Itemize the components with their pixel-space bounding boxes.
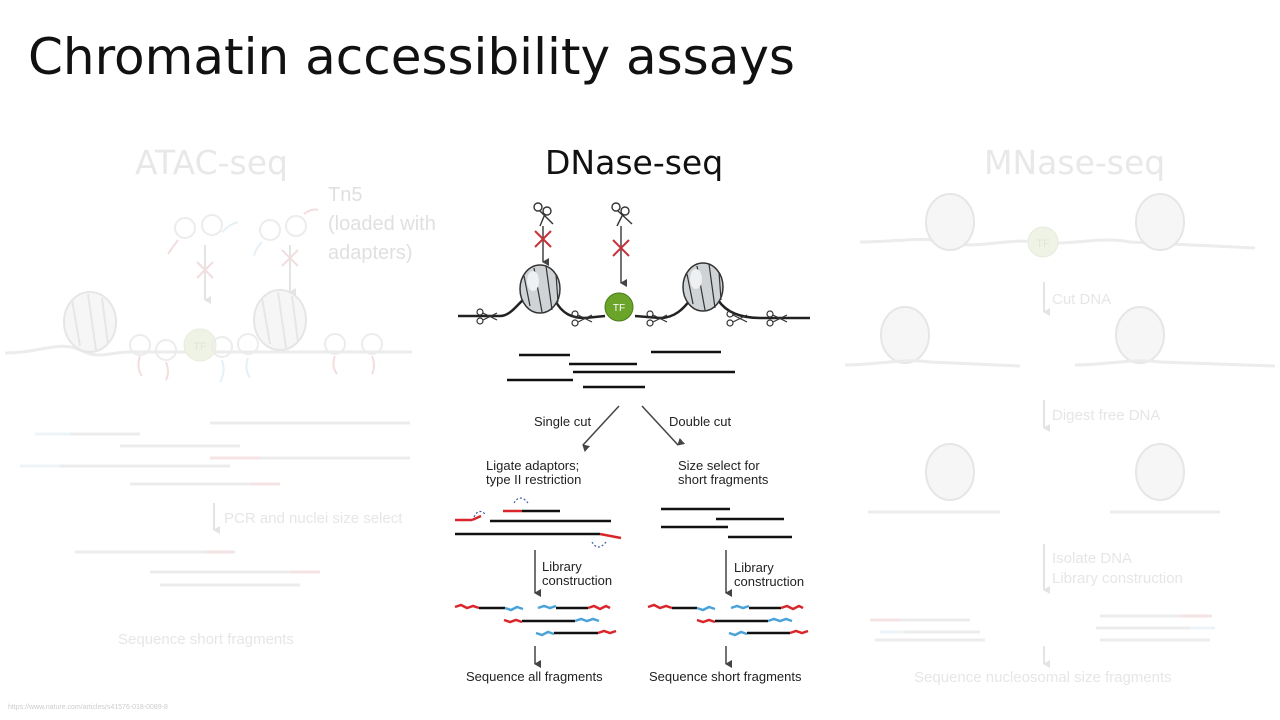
atac-tn5-label-2: (loaded with <box>328 213 436 235</box>
nucleosome-1 <box>519 264 561 314</box>
atac-nucleosome-1 <box>63 291 117 353</box>
mnase-tf-label: TF <box>1036 238 1050 250</box>
mnase-title: MNase-seq <box>984 143 1166 182</box>
mnase-step-isolate: Isolate DNA <box>1052 550 1133 567</box>
scissors-icon <box>611 202 633 227</box>
source-link[interactable]: https://www.nature.com/articles/s41576-0… <box>8 704 168 711</box>
size-select-label-1: Size select for <box>678 458 760 473</box>
atac-tn5-label-3: adapters) <box>328 242 413 264</box>
atac-nucleosome-2 <box>253 289 307 351</box>
dnase-title: DNase-seq <box>545 143 724 182</box>
libcon-left-1: Library <box>542 559 582 574</box>
slide-title: Chromatin accessibility assays <box>28 28 795 86</box>
atac-diagram: TF <box>4 208 412 587</box>
libcon-left-2: construction <box>542 573 613 588</box>
dnase-tf-label: TF <box>613 303 625 314</box>
size-select-label-2: short fragments <box>678 472 769 487</box>
dnase-diagram: TF <box>454 202 810 668</box>
atac-step-pcr: PCR and nuclei size select <box>224 510 403 527</box>
ligate-label-2: type II restriction <box>486 472 582 487</box>
mnase-diagram: TF <box>844 193 1276 668</box>
mnase-step-cut: Cut DNA <box>1052 291 1112 308</box>
mnase-step-sequence: Sequence nucleosomal size fragments <box>914 669 1172 686</box>
library-fragments-right <box>647 603 809 637</box>
ligated-fragments <box>455 497 622 548</box>
cut-blocked-icon <box>534 230 630 257</box>
short-fragments <box>661 507 792 539</box>
atac-tn5-label-1: Tn5 <box>328 184 363 206</box>
atac-title: ATAC-seq <box>135 143 288 182</box>
libcon-right-2: construction <box>734 574 805 589</box>
atac-step-sequence: Sequence short fragments <box>118 631 294 648</box>
mnase-step-library: Library construction <box>1052 570 1183 587</box>
single-cut-label: Single cut <box>534 414 592 429</box>
nucleosome-2 <box>682 262 724 312</box>
seq-all-label: Sequence all fragments <box>466 669 603 684</box>
library-fragments-left <box>454 603 617 637</box>
dna-fragments <box>507 350 735 389</box>
scissors-icon <box>533 202 554 227</box>
double-cut-label: Double cut <box>669 414 732 429</box>
atac-tf-icon <box>183 328 217 362</box>
libcon-right-1: Library <box>734 560 774 575</box>
mnase-step-digest: Digest free DNA <box>1052 407 1161 424</box>
mnase-tf-icon <box>1027 226 1059 258</box>
seq-short-label: Sequence short fragments <box>649 669 802 684</box>
ligate-label-1: Ligate adaptors; <box>486 458 580 473</box>
tf-icon <box>604 292 634 322</box>
atac-tf-label: TF <box>193 341 207 353</box>
